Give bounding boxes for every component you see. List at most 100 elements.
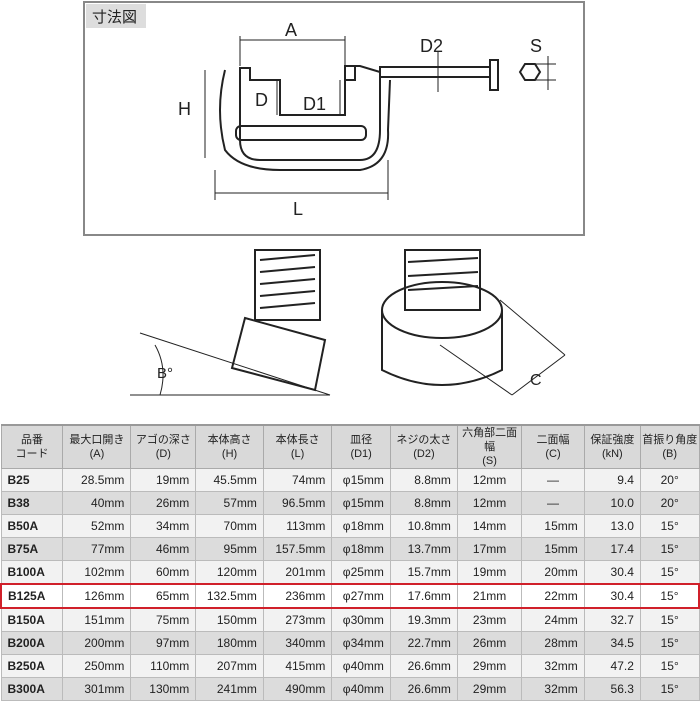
table-cell: 15° xyxy=(639,514,700,538)
table-cell: 29mm xyxy=(456,654,523,678)
column-header: 首振り角度(B) xyxy=(639,424,700,469)
table-cell: 23mm xyxy=(456,607,523,632)
table-cell: 21mm xyxy=(456,583,523,609)
label-h: H xyxy=(178,99,191,119)
table-cell: φ25mm xyxy=(331,560,391,585)
table-cell: 26mm xyxy=(130,491,197,515)
column-header: 品番コード xyxy=(0,424,64,469)
table-cell: 29mm xyxy=(456,677,523,701)
table-cell: 22mm xyxy=(521,583,585,609)
table-cell: 19.3mm xyxy=(389,607,458,632)
header-line: コード xyxy=(15,448,49,460)
table-cell: 70mm xyxy=(195,514,264,538)
table-cell: 77mm xyxy=(62,537,132,561)
clamp-drawing xyxy=(219,59,542,171)
label-c: C xyxy=(530,372,542,389)
table-cell: 180mm xyxy=(195,631,264,655)
table-cell: 20° xyxy=(639,491,700,515)
column-header: 最大口開き(A) xyxy=(62,424,132,469)
table-cell: 13.0 xyxy=(583,514,641,538)
table-cell: 15° xyxy=(639,631,700,655)
table-cell: 132.5mm xyxy=(195,583,264,609)
table-cell: 60mm xyxy=(130,560,197,585)
table-cell: 28.5mm xyxy=(62,468,132,492)
table-cell: 120mm xyxy=(195,560,264,585)
table-cell: φ18mm xyxy=(331,537,391,561)
spec-table: 品番コード最大口開き(A)アゴの深さ(D)本体高さ(H)本体長さ(L)皿径(D1… xyxy=(0,424,700,701)
swivel-detail-drawing xyxy=(130,249,331,396)
table-cell: 96.5mm xyxy=(262,491,333,515)
header-line: (D1) xyxy=(350,448,372,460)
table-cell: 157.5mm xyxy=(262,537,333,561)
table-cell: 490mm xyxy=(262,677,333,701)
header-line: (D) xyxy=(155,448,171,460)
table-cell: 20° xyxy=(639,468,700,492)
table-cell: 12mm xyxy=(456,491,523,515)
product-code: B100A xyxy=(0,560,64,585)
table-cell: 13.7mm xyxy=(389,537,458,561)
column-header: ネジの太さ(D2) xyxy=(389,424,458,469)
table-cell: 45.5mm xyxy=(195,468,264,492)
table-cell: 34mm xyxy=(130,514,197,538)
header-line: 本体長さ xyxy=(275,434,320,446)
label-b: B° xyxy=(157,365,173,382)
table-cell: 207mm xyxy=(195,654,264,678)
column-header: 二面幅(C) xyxy=(521,424,585,469)
pad-detail-drawing xyxy=(381,249,566,396)
table-cell: 201mm xyxy=(262,560,333,585)
table-cell: φ15mm xyxy=(331,468,391,492)
table-cell: 10.0 xyxy=(583,491,641,515)
table-cell: 102mm xyxy=(62,560,132,585)
label-s: S xyxy=(530,36,542,56)
table-cell: 10.8mm xyxy=(389,514,458,538)
table-cell: 273mm xyxy=(262,607,333,632)
header-line: 二面幅 xyxy=(536,434,570,446)
table-cell: 130mm xyxy=(130,677,197,701)
table-cell: 26.6mm xyxy=(389,677,458,701)
table-cell: φ27mm xyxy=(331,583,391,609)
product-code: B300A xyxy=(0,677,64,701)
table-cell: 9.4 xyxy=(583,468,641,492)
table-cell: 340mm xyxy=(262,631,333,655)
table-cell: 20mm xyxy=(521,560,585,585)
table-cell: 17.6mm xyxy=(389,583,458,609)
table-cell: φ15mm xyxy=(331,491,391,515)
table-cell: φ30mm xyxy=(331,607,391,632)
product-code: B50A xyxy=(0,514,64,538)
product-code: B125A xyxy=(0,583,64,609)
label-d: D xyxy=(255,90,268,110)
table-cell: 250mm xyxy=(62,654,132,678)
header-line: 首振り角度 xyxy=(642,434,698,446)
table-cell: φ40mm xyxy=(331,677,391,701)
table-cell: 97mm xyxy=(130,631,197,655)
column-header: 本体長さ(L) xyxy=(262,424,333,469)
table-cell: 200mm xyxy=(62,631,132,655)
product-code: B25 xyxy=(0,468,64,492)
column-header: 皿径 (D1) xyxy=(331,424,391,469)
table-cell: 19mm xyxy=(130,468,197,492)
diagram-title: 寸法図 xyxy=(92,9,137,26)
table-cell: 17mm xyxy=(456,537,523,561)
product-code: B38 xyxy=(0,491,64,515)
header-line: (A) xyxy=(89,448,105,460)
table-cell: 32mm xyxy=(521,677,585,701)
table-cell: 14mm xyxy=(456,514,523,538)
table-cell: 75mm xyxy=(130,607,197,632)
label-l: L xyxy=(293,199,303,219)
label-d1: D1 xyxy=(303,94,326,114)
header-line: 皿径 xyxy=(350,434,373,446)
table-cell: — xyxy=(521,491,585,515)
header-line: 保証強度 xyxy=(590,434,635,446)
product-code: B200A xyxy=(0,631,64,655)
table-cell: 15° xyxy=(639,607,700,632)
table-cell: 15° xyxy=(639,654,700,678)
header-line: 本体高さ xyxy=(207,434,252,446)
table-cell: 28mm xyxy=(521,631,585,655)
table-cell: 301mm xyxy=(62,677,132,701)
